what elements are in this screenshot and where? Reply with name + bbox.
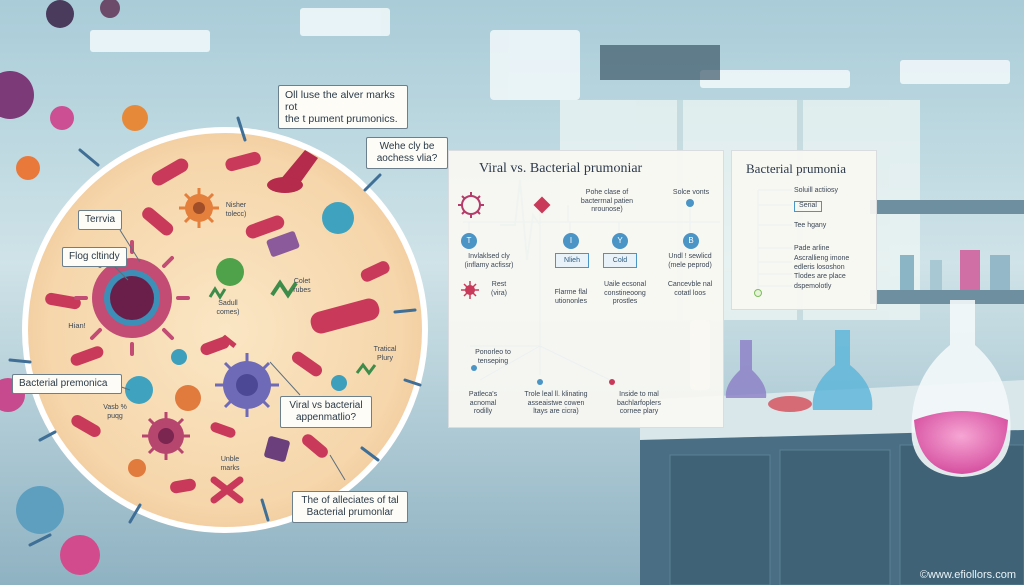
viral-vs-bacterial-panel: Viral vs. Bacterial prumoniar Pohe clase… bbox=[448, 150, 724, 428]
col2-head: Solce vonts bbox=[672, 189, 710, 196]
node-t: T bbox=[461, 233, 477, 249]
purple-virus bbox=[215, 353, 279, 417]
orange-virus bbox=[179, 188, 219, 228]
box-nlieh: Nlieh bbox=[555, 253, 589, 268]
bacteria-rods bbox=[45, 151, 390, 494]
cocci bbox=[125, 202, 354, 477]
background-microbes bbox=[0, 0, 148, 575]
cell-label-hian: Hian! bbox=[68, 321, 86, 330]
center-panel-title: Viral vs. Bacterial prumoniar bbox=[479, 161, 643, 176]
virus-text: Rest (vira) bbox=[491, 281, 507, 297]
bottom-note-callout: The of alleciates of tal Bacterial prumo… bbox=[292, 491, 408, 523]
right-item-5: Ascrallieng imone edleris lososhon bbox=[794, 255, 850, 271]
node-i: I bbox=[563, 233, 579, 249]
col-text-1: Flarme flal utiononles bbox=[554, 289, 588, 305]
misc-shapes bbox=[208, 231, 377, 504]
cell-label-tratical: Tratical Plury bbox=[373, 346, 397, 362]
large-virus bbox=[74, 240, 190, 356]
row1-right: Undl ! sewlicd (mele peprod) bbox=[668, 253, 712, 269]
right-item-7: dspemolotly bbox=[794, 283, 832, 290]
box-cold: Cold bbox=[603, 253, 637, 268]
col-text-3: Cancevble nal cotatl loos bbox=[667, 281, 713, 297]
lower-text-3: Inside to mal bachlarfoplers cornee plar… bbox=[617, 391, 661, 415]
ceiling-lights bbox=[90, 8, 1010, 100]
cell-label-sadull: Sadull comes) bbox=[216, 300, 240, 316]
bacterial-pneumonia-panel: Bacterial prumonia Soluill actiiosy Seri… bbox=[731, 150, 877, 310]
flog-callout: Flog cltindy bbox=[62, 247, 127, 267]
col-text-2: Uaile ecsonal constineoong prostles bbox=[603, 281, 647, 305]
wall-shelves bbox=[870, 200, 1024, 304]
lower-text-2: Trole leal ll. klinating asseaistwe cowe… bbox=[524, 391, 588, 415]
right-panel-title: Bacterial prumonia bbox=[746, 161, 846, 176]
small-virus-icon bbox=[461, 281, 479, 299]
terrvia-callout: Terrvia bbox=[78, 210, 123, 230]
right-item-3: Tee hgany bbox=[794, 222, 827, 229]
node-y: Y bbox=[612, 233, 628, 249]
right-item-1: Soluill actiiosy bbox=[794, 187, 838, 194]
row1-text: Invlaklsed cly (inflamy acfissr) bbox=[464, 253, 514, 269]
cell-body bbox=[22, 127, 428, 533]
viral-vs-callout: Viral vs bacterial appenmatlio? bbox=[280, 396, 372, 428]
cell-label-nisher: Nisher tolecc) bbox=[225, 202, 247, 218]
right-item-4: Pade arline bbox=[794, 245, 830, 252]
lower-text-1: Patleca's acnomal rodilly bbox=[468, 391, 498, 415]
col1-head: Pohe clase of bacterrnal patien nrounose… bbox=[580, 189, 634, 213]
lower-label: Ponorleo to tenseping bbox=[475, 349, 511, 365]
membrane-pins bbox=[8, 116, 422, 547]
cell-label-unble: Unble marks bbox=[220, 456, 240, 472]
right-item-6: Tlodes are place bbox=[794, 273, 846, 280]
bacterial-callout: Bacterial premonica bbox=[12, 374, 122, 394]
watermark: ©www.efiollors.com bbox=[919, 569, 1016, 581]
right-note-callout: Wehe cly be aochess vlia? bbox=[366, 137, 448, 169]
ceiling-vent bbox=[600, 45, 720, 80]
cell-label-vasb: Vasb % puqg bbox=[103, 404, 127, 420]
virus-icon bbox=[458, 192, 484, 218]
node-b: B bbox=[683, 233, 699, 249]
right-item-2: Serial bbox=[794, 201, 822, 212]
magenta-virus bbox=[142, 412, 190, 460]
cell-label-colet: Colet rubes bbox=[293, 278, 311, 294]
top-note-callout: Oll luse the alver marks rot the t pumen… bbox=[278, 85, 408, 129]
